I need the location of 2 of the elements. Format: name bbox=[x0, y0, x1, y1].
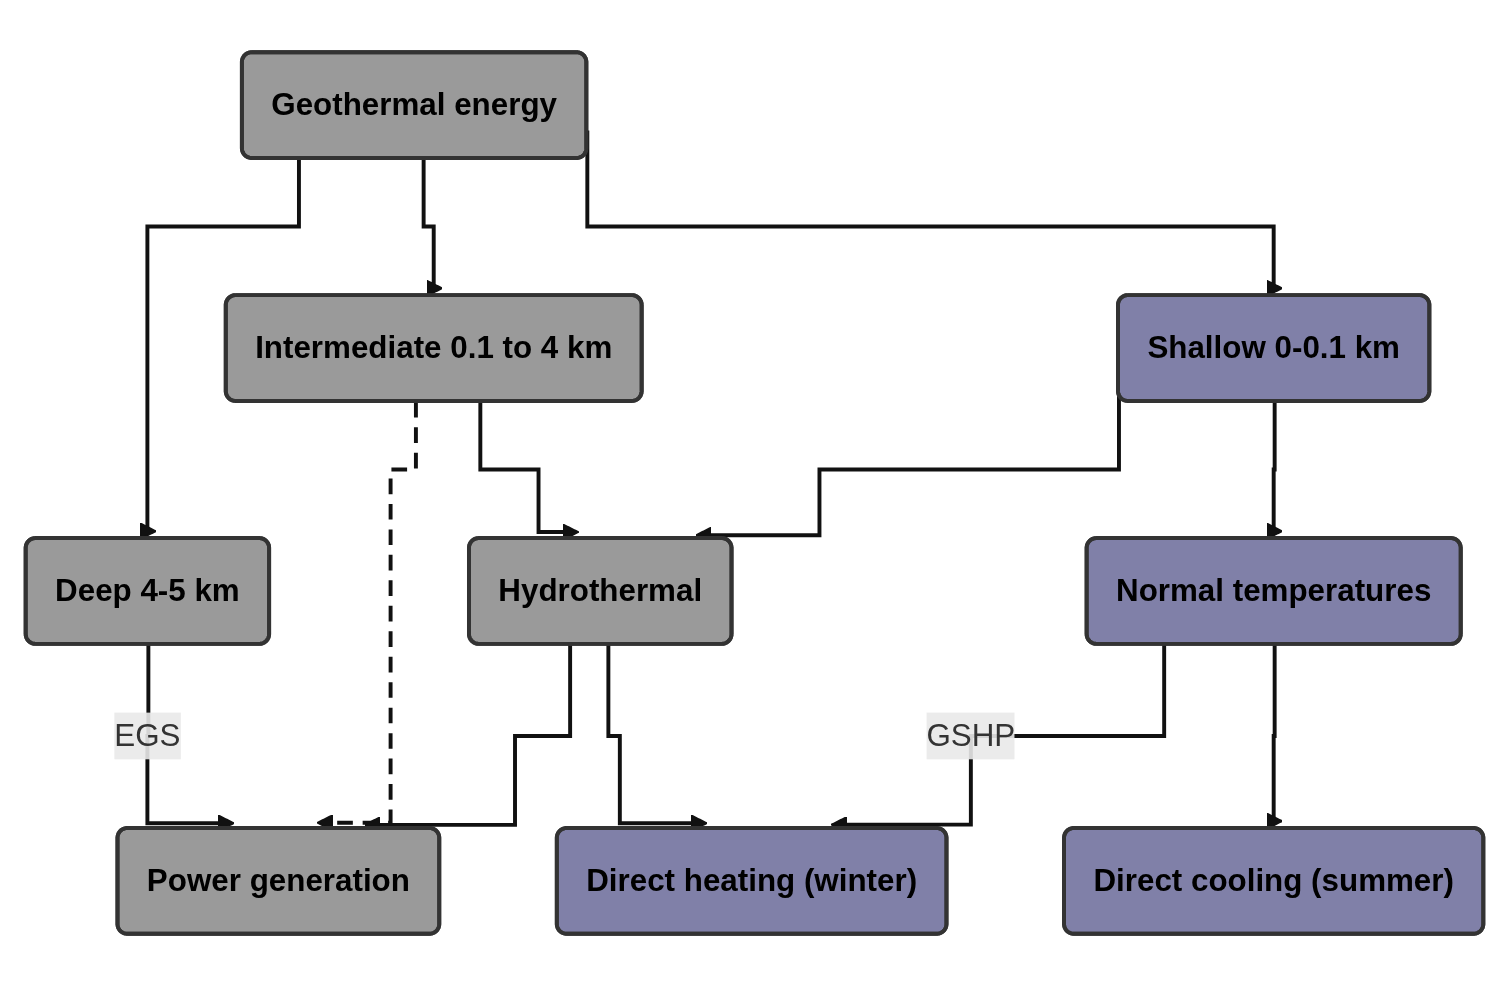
edge-label: GSHP bbox=[926, 718, 1016, 752]
edge-label: EGS bbox=[114, 718, 181, 752]
